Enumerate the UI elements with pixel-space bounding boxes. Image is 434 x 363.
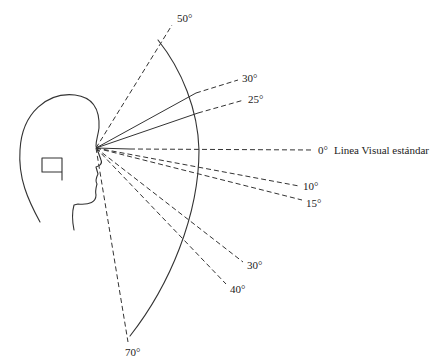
sight-line (96, 148, 128, 342)
angle-label: 50° (176, 12, 193, 24)
angle-label: Linea Visual estándar (333, 144, 430, 156)
sight-line (96, 148, 130, 149)
angle-label: 30° (241, 72, 258, 84)
sight-line (96, 148, 302, 200)
ear-mark (42, 158, 62, 180)
angle-label: 40° (229, 283, 246, 295)
sight-line (96, 148, 243, 262)
sight-line (198, 100, 244, 113)
angle-label: 25° (247, 93, 264, 105)
sight-line (196, 80, 238, 93)
sight-line (96, 148, 226, 284)
sight-line (96, 113, 198, 148)
field-arc (130, 40, 199, 336)
sight-line (96, 25, 172, 148)
angle-label: 30° (246, 259, 263, 271)
angle-label: 15° (305, 197, 322, 209)
angle-label: 70° (124, 346, 141, 358)
sight-line (130, 149, 314, 150)
head-profile (20, 95, 102, 230)
angle-label: 10° (302, 180, 319, 192)
angle-label: 0° (317, 144, 329, 156)
sight-line (96, 93, 196, 148)
